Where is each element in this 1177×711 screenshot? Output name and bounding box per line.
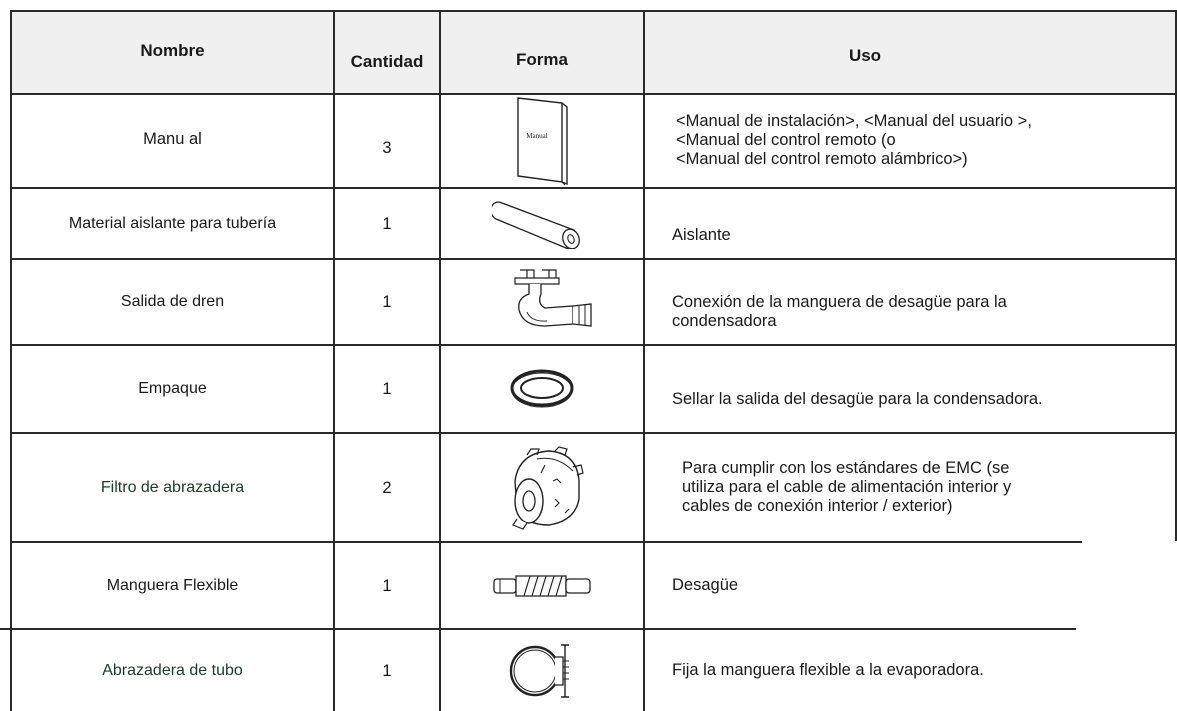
row-5-cantidad: 2	[382, 478, 392, 497]
row-5-nombre: Filtro de abrazadera	[100, 478, 245, 496]
column-divider	[333, 10, 335, 711]
row-6-nombre: Manguera Flexible	[106, 576, 239, 594]
row-5-uso-line: cables de conexión interior / exterior)	[682, 497, 953, 515]
row-2-uso: Aislante	[672, 225, 731, 244]
row-7-uso: Fija la manguera flexible a la evaporado…	[672, 661, 984, 679]
row-7-nombre: Abrazadera de tubo	[102, 661, 243, 679]
row-4-cantidad: 1	[382, 380, 392, 398]
row-1-uso-line: <Manual de instalación>, <Manual del usu…	[676, 111, 1032, 130]
row-3-cantidad: 1	[382, 293, 392, 311]
row-2-nombre: Material aislante para tubería	[68, 214, 277, 232]
row-divider	[10, 187, 1177, 189]
row-divider	[0, 628, 1076, 630]
gasket-ring-icon	[441, 346, 643, 432]
row-4-nombre: Empaque	[138, 380, 207, 397]
row-1-uso-line: <Manual del control remoto (o	[676, 130, 896, 149]
row-6-cantidad: 1	[382, 576, 392, 595]
row-3-nombre: Salida de dren	[120, 293, 225, 310]
row-4-uso: Sellar la salida del desagüe para la con…	[672, 389, 1043, 408]
row-6-uso: Desagüe	[672, 576, 739, 594]
row-divider	[10, 93, 1177, 95]
row-7-cantidad: 1	[382, 661, 392, 680]
manual-cover-label: Manual	[526, 132, 547, 140]
ferrite-clamp-filter-icon	[441, 434, 643, 541]
drain-outlet-icon	[441, 260, 643, 344]
row-1-cantidad: 3	[382, 139, 392, 157]
row-1-uso: <Manual de instalación>, <Manual del usu…	[676, 100, 1172, 180]
table-border-top	[10, 10, 1177, 12]
table-header-background	[10, 11, 1175, 94]
row-divider	[10, 541, 1082, 543]
row-5-uso-line: Para cumplir con los estándares de EMC (…	[682, 459, 1010, 477]
column-divider	[439, 10, 441, 711]
header-forma: Forma	[516, 50, 568, 69]
manual-booklet-icon: Manual	[441, 95, 643, 187]
row-3-uso: Conexión de la manguera de desagüe para …	[672, 260, 1172, 364]
row-divider	[10, 258, 1177, 260]
row-5-uso: Para cumplir con los estándares de EMC (…	[682, 434, 1172, 541]
header-uso: Uso	[848, 46, 882, 65]
pipe-clamp-icon	[441, 630, 643, 711]
row-divider	[10, 344, 1177, 346]
row-5-uso-line: utiliza para el cable de alimentación in…	[682, 478, 1012, 496]
pipe-insulation-icon	[441, 189, 643, 258]
row-divider	[10, 432, 1177, 434]
header-cantidad: Cantidad	[350, 52, 424, 71]
row-3-uso-line: condensadora	[672, 312, 777, 330]
column-divider	[1175, 10, 1177, 541]
column-divider	[643, 10, 645, 711]
header-nombre: Nombre	[140, 41, 205, 60]
row-1-nombre: Manu al	[143, 130, 202, 148]
row-3-uso-line: Conexión de la manguera de desagüe para …	[672, 293, 1007, 311]
flexible-hose-icon	[441, 543, 643, 628]
row-1-uso-line: <Manual del control remoto alámbrico>)	[676, 149, 968, 168]
row-2-cantidad: 1	[382, 214, 392, 233]
column-divider	[10, 10, 12, 711]
